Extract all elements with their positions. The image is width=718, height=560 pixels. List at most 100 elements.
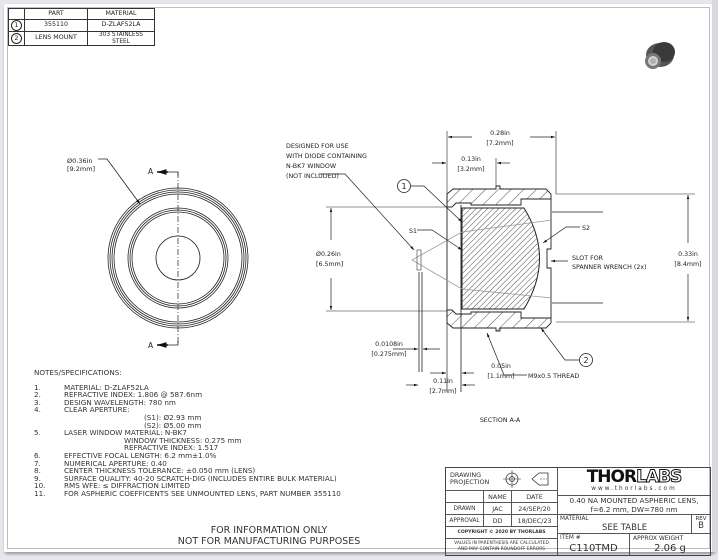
note-text: (S1): Ø2.93 mm [144, 412, 202, 422]
note-number: 6. [34, 450, 41, 460]
note-item: 1. MATERIAL: D-ZLAF52LA [34, 382, 341, 392]
note-item: 3. DESIGN WAVELENGTH: 780 nm [34, 399, 341, 407]
drawn-name: JAC [484, 503, 512, 515]
note-text: DESIGN WAVELENGTH: 780 nm [64, 397, 176, 407]
note-text: LASER WINDOW MATERIAL: N-BK7 [64, 428, 187, 438]
section-marker-top: A [148, 167, 154, 176]
note-text: CLEAR APERTURE: [64, 405, 130, 415]
note-text: (S2): Ø5.00 mm [144, 420, 202, 430]
drawn-label: DRAWN [446, 503, 484, 515]
dim-clear-dia-mm: [6.5mm] [316, 261, 343, 268]
drawn-date: 24/SEP/20 [512, 503, 558, 515]
surface-s1-label: S1 [409, 228, 417, 235]
note-text: EFFECTIVE FOCAL LENGTH: 6.2 mm±1.0% [64, 450, 217, 460]
dim-step-in: 0.05in [491, 363, 511, 370]
front-diameter-in: Ø0.36in [67, 157, 93, 165]
note-number: 7. [34, 458, 41, 468]
note-item: (S2): Ø5.00 mm [34, 420, 341, 430]
note-number: 11. [34, 488, 46, 498]
item-number: C110TMD [569, 543, 618, 554]
note-item: 6. EFFECTIVE FOCAL LENGTH: 6.2 mm±1.0% [34, 452, 341, 460]
section-title: SECTION A-A [480, 417, 521, 424]
note-item: WINDOW THICKNESS: 0.275 mm [34, 437, 341, 445]
dim-outer-dia-in: 0.33in [678, 251, 698, 258]
dim-slot-width-in: 0.13in [461, 156, 481, 163]
mount-top-wall [446, 185, 552, 208]
note-number [34, 414, 64, 422]
note-item: (S1): Ø2.93 mm [34, 414, 341, 422]
lens-balloon [397, 179, 411, 193]
section-marker-bottom: A [148, 341, 154, 350]
drawing-border [7, 7, 710, 549]
website: www.thorlabs.com [591, 486, 677, 492]
logo-cell: THORLABS www.thorlabs.com [558, 468, 710, 496]
dim-total-width-mm: [7.2mm] [486, 140, 513, 147]
front-view [98, 158, 249, 348]
dim-slot-width-mm: [3.2mm] [457, 166, 484, 173]
note-text: REFRACTIVE INDEX: 1.806 @ 587.6nm [64, 390, 203, 400]
note-text: MATERIAL: D-ZLAF52LA [64, 382, 149, 392]
note-text: NUMERICAL APERTURE: 0.40 [64, 458, 167, 468]
designed-note-line: DESIGNED FOR USE [286, 143, 349, 150]
note-number: 4. [34, 405, 41, 415]
note-text: WINDOW THICKNESS: 0.275 mm [124, 435, 242, 445]
note-number: 8. [34, 466, 41, 476]
drawing-sheet: PART MATERIAL 1 355110 D-ZLAF52LA 2 LENS… [4, 4, 714, 556]
front-diameter-mm: [9.2mm] [67, 165, 95, 173]
note-item: 4. CLEAR APERTURE: [34, 406, 341, 414]
item-balloon: 1 [11, 20, 22, 31]
weight-value: 2.06 g [654, 543, 686, 554]
note-item: 11. FOR ASPHERIC COEFFICENTS SEE UNMOUNTE… [34, 490, 341, 498]
mount-balloon [579, 353, 593, 367]
rev-cell: REV B [692, 515, 710, 534]
mount-bottom-wall [446, 309, 552, 332]
lens-cross-section [461, 207, 540, 310]
slot-note-line: SLOT FOR [572, 255, 604, 262]
note-item: REFRACTIVE INDEX: 1.517 [34, 444, 341, 452]
note-item: 9.SURFACE QUALITY: 40-20 SCRATCH-DIG (IN… [34, 475, 341, 483]
bom-row: 2 LENS MOUNT 303 STAINLESS STEEL [8, 31, 155, 46]
product-thumbnail [645, 42, 675, 69]
thorlabs-logo: THORLABS [586, 467, 683, 487]
values-note: VALUES IN PARENTHESIS ARE CALCULATED AND… [446, 539, 558, 556]
col-name-header: NAME [484, 491, 512, 503]
note-number: 2. [34, 390, 41, 400]
note-number: 3. [34, 397, 41, 407]
approval-label: APPROVAL [446, 515, 484, 527]
note-number: 5. [34, 428, 41, 438]
material-cell: MATERIAL SEE TABLE [558, 515, 692, 534]
designed-note-line: WITH DIODE CONTAINING [286, 153, 367, 160]
copyright: COPYRIGHT © 2020 BY THORLABS [446, 527, 558, 539]
approval-date: 18/DEC/23 [512, 515, 558, 527]
projection-cell: DRAWING PROJECTION [446, 468, 558, 491]
disclaimer: FOR INFORMATION ONLY NOT FOR MANUFACTURI… [177, 525, 361, 547]
note-number: 1. [34, 382, 41, 392]
thread-callout: M9x0.5 THREAD [528, 373, 579, 380]
bill-of-materials: PART MATERIAL 1 355110 D-ZLAF52LA 2 LENS… [8, 8, 155, 46]
note-text: REFRACTIVE INDEX: 1.517 [124, 443, 219, 453]
note-text: SURFACE QUALITY: 40-20 SCRATCH-DIG (INCL… [64, 473, 337, 483]
note-item: 5. LASER WINDOW MATERIAL: N-BK7 [34, 429, 341, 437]
weight-cell: APPROX WEIGHT 2.06 g [630, 534, 710, 556]
dim-offset-in: 0.11in [433, 378, 453, 385]
notes-header: NOTES/SPECIFICATIONS: [34, 368, 122, 377]
approval-name: DD [484, 515, 512, 527]
material-value: SEE TABLE [601, 523, 648, 533]
scrollbar[interactable] [712, 0, 718, 552]
note-text: RMS WFE: ≤ DIFFRACTION LIMITED [64, 481, 191, 491]
title-block: DRAWING PROJECTION NAME DATE DRAWN JAC 2… [445, 467, 711, 556]
third-angle-projection-icon [503, 470, 549, 488]
note-item: 10.RMS WFE: ≤ DIFFRACTION LIMITED [34, 482, 341, 490]
bom-material: 303 STAINLESS STEEL [87, 31, 155, 46]
dim-total-width-in: 0.28in [490, 130, 510, 137]
dim-clear-dia-in: Ø0.26in [316, 250, 341, 258]
dim-offset-mm: [2.7mm] [429, 388, 456, 395]
item-balloon: 2 [11, 33, 22, 44]
note-text: FOR ASPHERIC COEFFICENTS SEE UNMOUNTED L… [64, 488, 341, 498]
note-text: CENTER THICKNESS TOLERANCE: ±0.050 mm (L… [64, 466, 256, 476]
svg-text:2: 2 [583, 356, 588, 365]
note-item: 8. CENTER THICKNESS TOLERANCE: ±0.050 mm … [34, 467, 341, 475]
notes-specifications: NOTES/SPECIFICATIONS: 1. MATERIAL: D-ZLAF… [34, 369, 341, 498]
designed-note-line: (NOT INCLUDED) [286, 173, 339, 180]
section-view [319, 131, 695, 392]
